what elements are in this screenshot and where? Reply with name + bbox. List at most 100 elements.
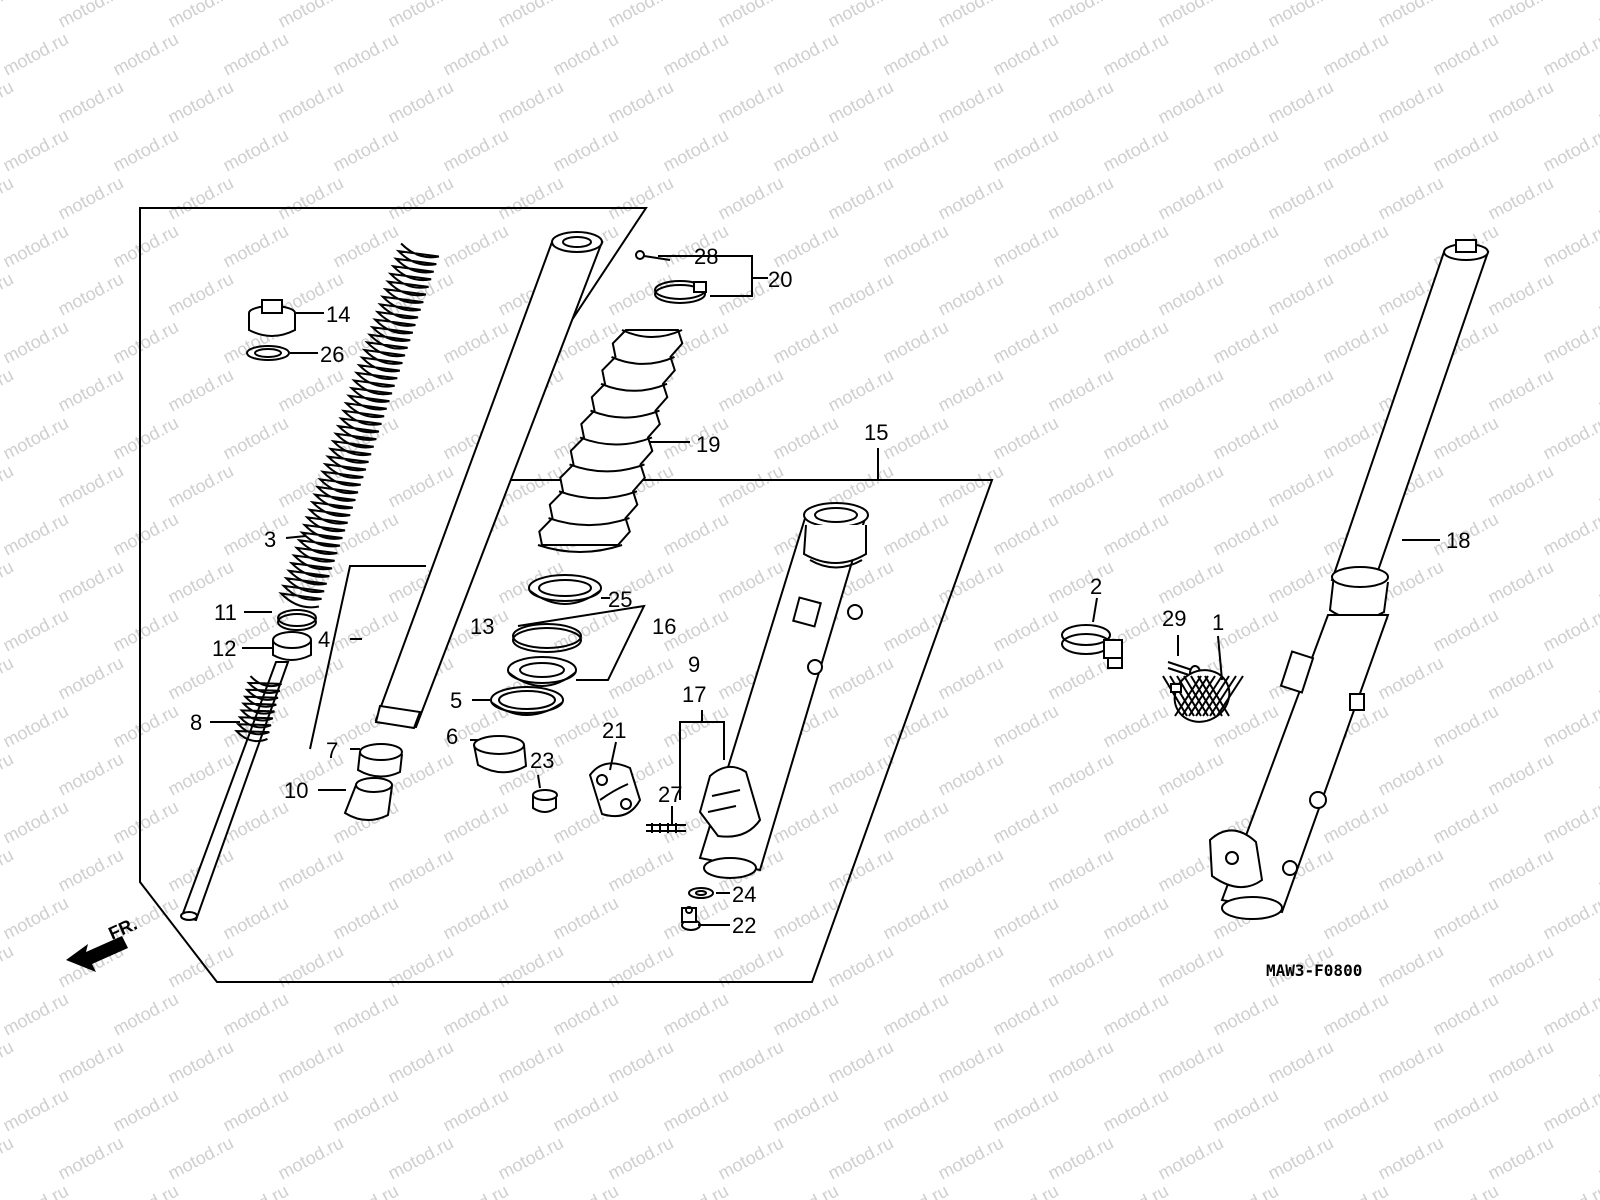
watermark-text: motod.ru bbox=[880, 1181, 952, 1200]
watermark-text: motod.ru bbox=[330, 1181, 402, 1200]
watermark-text: motod.ru bbox=[275, 1037, 347, 1088]
watermark-text: motod.ru bbox=[990, 893, 1062, 944]
watermark-text: motod.ru bbox=[1045, 557, 1117, 608]
watermark-text: motod.ru bbox=[1100, 221, 1172, 272]
watermark-text: motod.ru bbox=[110, 1181, 182, 1200]
dust-seal bbox=[528, 574, 602, 605]
watermark-text: motod.ru bbox=[110, 221, 182, 272]
watermark-text: motod.ru bbox=[440, 125, 512, 176]
watermark-text: motod.ru bbox=[770, 1085, 842, 1136]
callout-12: 12 bbox=[212, 636, 236, 661]
callout-19: 19 bbox=[696, 432, 720, 457]
watermark-text: motod.ru bbox=[880, 1085, 952, 1136]
reflector-hatch bbox=[1216, 675, 1244, 717]
watermark-text: motod.ru bbox=[935, 1133, 1007, 1184]
callout-24: 24 bbox=[732, 882, 756, 907]
clamp-screw bbox=[635, 250, 671, 261]
callout-10: 10 bbox=[284, 778, 308, 803]
watermark-text: motod.ru bbox=[55, 173, 127, 224]
watermark-text: motod.ru bbox=[605, 77, 677, 128]
watermark-text: motod.ru bbox=[110, 317, 182, 368]
watermark-text: motod.ru bbox=[0, 29, 72, 80]
watermark-text: motod.ru bbox=[495, 941, 567, 992]
watermark-text: motod.ru bbox=[1320, 29, 1392, 80]
watermark-text: motod.ru bbox=[825, 173, 897, 224]
watermark-text: motod.ru bbox=[165, 269, 237, 320]
watermark-text: motod.ru bbox=[1210, 1085, 1282, 1136]
watermark-text: motod.ru bbox=[1595, 0, 1600, 32]
callout-15: 15 bbox=[864, 420, 888, 445]
watermark-text: motod.ru bbox=[1100, 317, 1172, 368]
watermark-text: motod.ru bbox=[440, 317, 512, 368]
watermark-text: motod.ru bbox=[660, 1085, 732, 1136]
watermark-text: motod.ru bbox=[1100, 989, 1172, 1040]
diagram-code: MAW3-F0800 bbox=[1266, 961, 1362, 980]
reflector-hatch bbox=[1169, 675, 1195, 717]
watermark-text: motod.ru bbox=[110, 797, 182, 848]
damper-rod bbox=[180, 661, 290, 922]
watermark-text: motod.ru bbox=[880, 893, 952, 944]
watermark-text: motod.ru bbox=[55, 653, 127, 704]
watermark-text: motod.ru bbox=[1155, 0, 1227, 32]
watermark-text: motod.ru bbox=[0, 173, 17, 224]
watermark-text: motod.ru bbox=[550, 125, 622, 176]
watermark-text: motod.ru bbox=[495, 77, 567, 128]
watermark-text: motod.ru bbox=[825, 653, 897, 704]
watermark-text: motod.ru bbox=[165, 1037, 237, 1088]
watermark-text: motod.ru bbox=[1595, 653, 1600, 704]
watermark-text: motod.ru bbox=[165, 749, 237, 800]
watermark-text: motod.ru bbox=[1540, 701, 1600, 752]
oil-lock-piece bbox=[343, 777, 393, 821]
reflector-hatch bbox=[1197, 675, 1223, 717]
watermark-text: motod.ru bbox=[1430, 989, 1502, 1040]
reflector bbox=[1162, 669, 1244, 723]
watermark-text: motod.ru bbox=[1155, 269, 1227, 320]
watermark-text: motod.ru bbox=[1265, 269, 1337, 320]
watermark-text: motod.ru bbox=[0, 749, 17, 800]
watermark-text: motod.ru bbox=[0, 1133, 17, 1184]
watermark-text: motod.ru bbox=[1375, 1133, 1447, 1184]
watermark-text: motod.ru bbox=[1540, 317, 1600, 368]
watermark-text: motod.ru bbox=[440, 1181, 512, 1200]
watermark-text: motod.ru bbox=[1100, 701, 1172, 752]
axle-holder bbox=[588, 762, 642, 818]
watermark-text: motod.ru bbox=[935, 365, 1007, 416]
watermark-text: motod.ru bbox=[715, 461, 787, 512]
watermark-text: motod.ru bbox=[1540, 221, 1600, 272]
watermark-text: motod.ru bbox=[1045, 941, 1117, 992]
watermark-text: motod.ru bbox=[275, 1133, 347, 1184]
watermark-text: motod.ru bbox=[275, 77, 347, 128]
watermark-text: motod.ru bbox=[825, 941, 897, 992]
watermark-text: motod.ru bbox=[935, 269, 1007, 320]
watermark-text: motod.ru bbox=[1595, 173, 1600, 224]
stopper-ring bbox=[512, 623, 582, 653]
watermark-text: motod.ru bbox=[880, 989, 952, 1040]
callout-labels: 1 2 3 4 5 6 7 8 9 10 11 12 13 14 15 16 1… bbox=[190, 244, 1470, 938]
watermark-text: motod.ru bbox=[1430, 1085, 1502, 1136]
watermark-text: motod.ru bbox=[880, 797, 952, 848]
callout-2: 2 bbox=[1090, 574, 1102, 599]
watermark-text: motod.ru bbox=[770, 989, 842, 1040]
watermark-text: motod.ru bbox=[990, 29, 1062, 80]
watermark-text: motod.ru bbox=[1485, 653, 1557, 704]
watermark-text: motod.ru bbox=[1540, 989, 1600, 1040]
watermark-text: motod.ru bbox=[1320, 125, 1392, 176]
watermark-text: motod.ru bbox=[1430, 605, 1502, 656]
watermark-text: motod.ru bbox=[110, 701, 182, 752]
reflector-hatch bbox=[1190, 675, 1216, 717]
callout-25: 25 bbox=[608, 587, 632, 612]
fork-pipe bbox=[374, 231, 604, 730]
watermark-text: motod.ru bbox=[1595, 749, 1600, 800]
watermark-text: motod.ru bbox=[55, 1037, 127, 1088]
watermark-text: motod.ru bbox=[1430, 893, 1502, 944]
watermark-text: motod.ru bbox=[1155, 1037, 1227, 1088]
watermark-text: motod.ru bbox=[1265, 1133, 1337, 1184]
watermark-text: motod.ru bbox=[715, 0, 787, 32]
watermark-text: motod.ru bbox=[0, 221, 72, 272]
watermark-text: motod.ru bbox=[1430, 29, 1502, 80]
watermark-text: motod.ru bbox=[0, 125, 72, 176]
callout-22: 22 bbox=[732, 913, 756, 938]
watermark-text: motod.ru bbox=[770, 221, 842, 272]
watermark-text: motod.ru bbox=[55, 557, 127, 608]
